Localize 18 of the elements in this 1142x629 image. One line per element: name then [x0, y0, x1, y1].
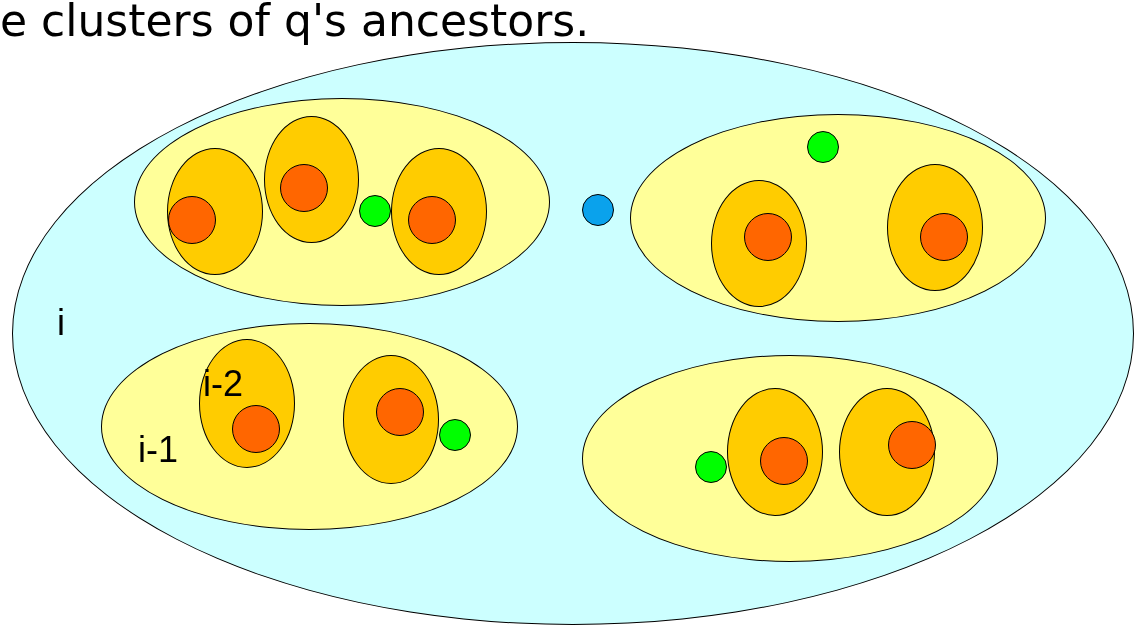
point-circle: [695, 451, 727, 483]
point-circle: [920, 213, 968, 261]
point-circle: [168, 196, 216, 244]
point-circle: [439, 419, 471, 451]
point-circle: [760, 437, 808, 485]
point-circle: [888, 421, 936, 469]
point-circle: [807, 131, 839, 163]
point-circle: [376, 388, 424, 436]
point-circle: [280, 164, 328, 212]
point-circle: [408, 196, 456, 244]
cluster-label: i-2: [203, 366, 243, 402]
cluster-label: i-1: [138, 432, 178, 468]
point-circle: [582, 194, 614, 226]
point-circle: [359, 195, 391, 227]
cluster-label: i: [57, 305, 65, 341]
point-circle: [232, 405, 280, 453]
point-circle: [744, 213, 792, 261]
heading-text: e clusters of q's ancestors.: [0, 0, 590, 45]
